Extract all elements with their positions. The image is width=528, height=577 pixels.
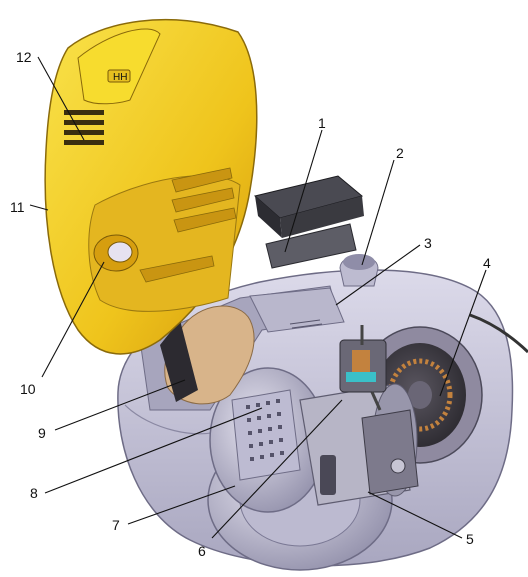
callout-2: 2 [396,145,404,161]
leader-12 [37,56,85,141]
callout-6: 6 [198,543,206,559]
callout-8: 8 [30,485,38,501]
leader-8 [44,407,263,494]
filter-cartridge [253,175,364,269]
hose-inlet [93,234,139,272]
leader-9 [54,379,186,431]
callout-labels: 1 2 3 4 5 6 7 8 9 10 11 12 [10,49,491,559]
leader-1 [284,129,323,253]
callout-4: 4 [483,255,491,271]
callout-11: 11 [10,199,25,215]
upper-chamber [249,287,345,333]
leader-lines [29,56,487,539]
power-cord [469,313,528,354]
callout-10: 10 [20,381,36,397]
exhaust-grille [231,389,301,481]
callout-5: 5 [466,531,474,547]
handle-emblem: HH [113,72,127,83]
lid: HH [44,18,258,355]
callout-7: 7 [112,517,120,533]
callout-1: 1 [318,115,326,131]
leader-5 [367,491,463,539]
leader-3 [335,244,421,306]
leader-7 [127,485,236,525]
callout-9: 9 [38,425,46,441]
leader-4 [439,269,487,397]
leader-10 [41,261,105,378]
motor-end-cap [361,409,419,495]
motor-inlet [339,254,379,287]
brush-holder [339,325,387,411]
callout-12: 12 [16,49,32,65]
lid-vent [64,110,104,145]
callout-3: 3 [424,235,432,251]
leader-11 [29,204,49,211]
leader-2 [361,159,395,266]
leader-6 [211,399,343,539]
